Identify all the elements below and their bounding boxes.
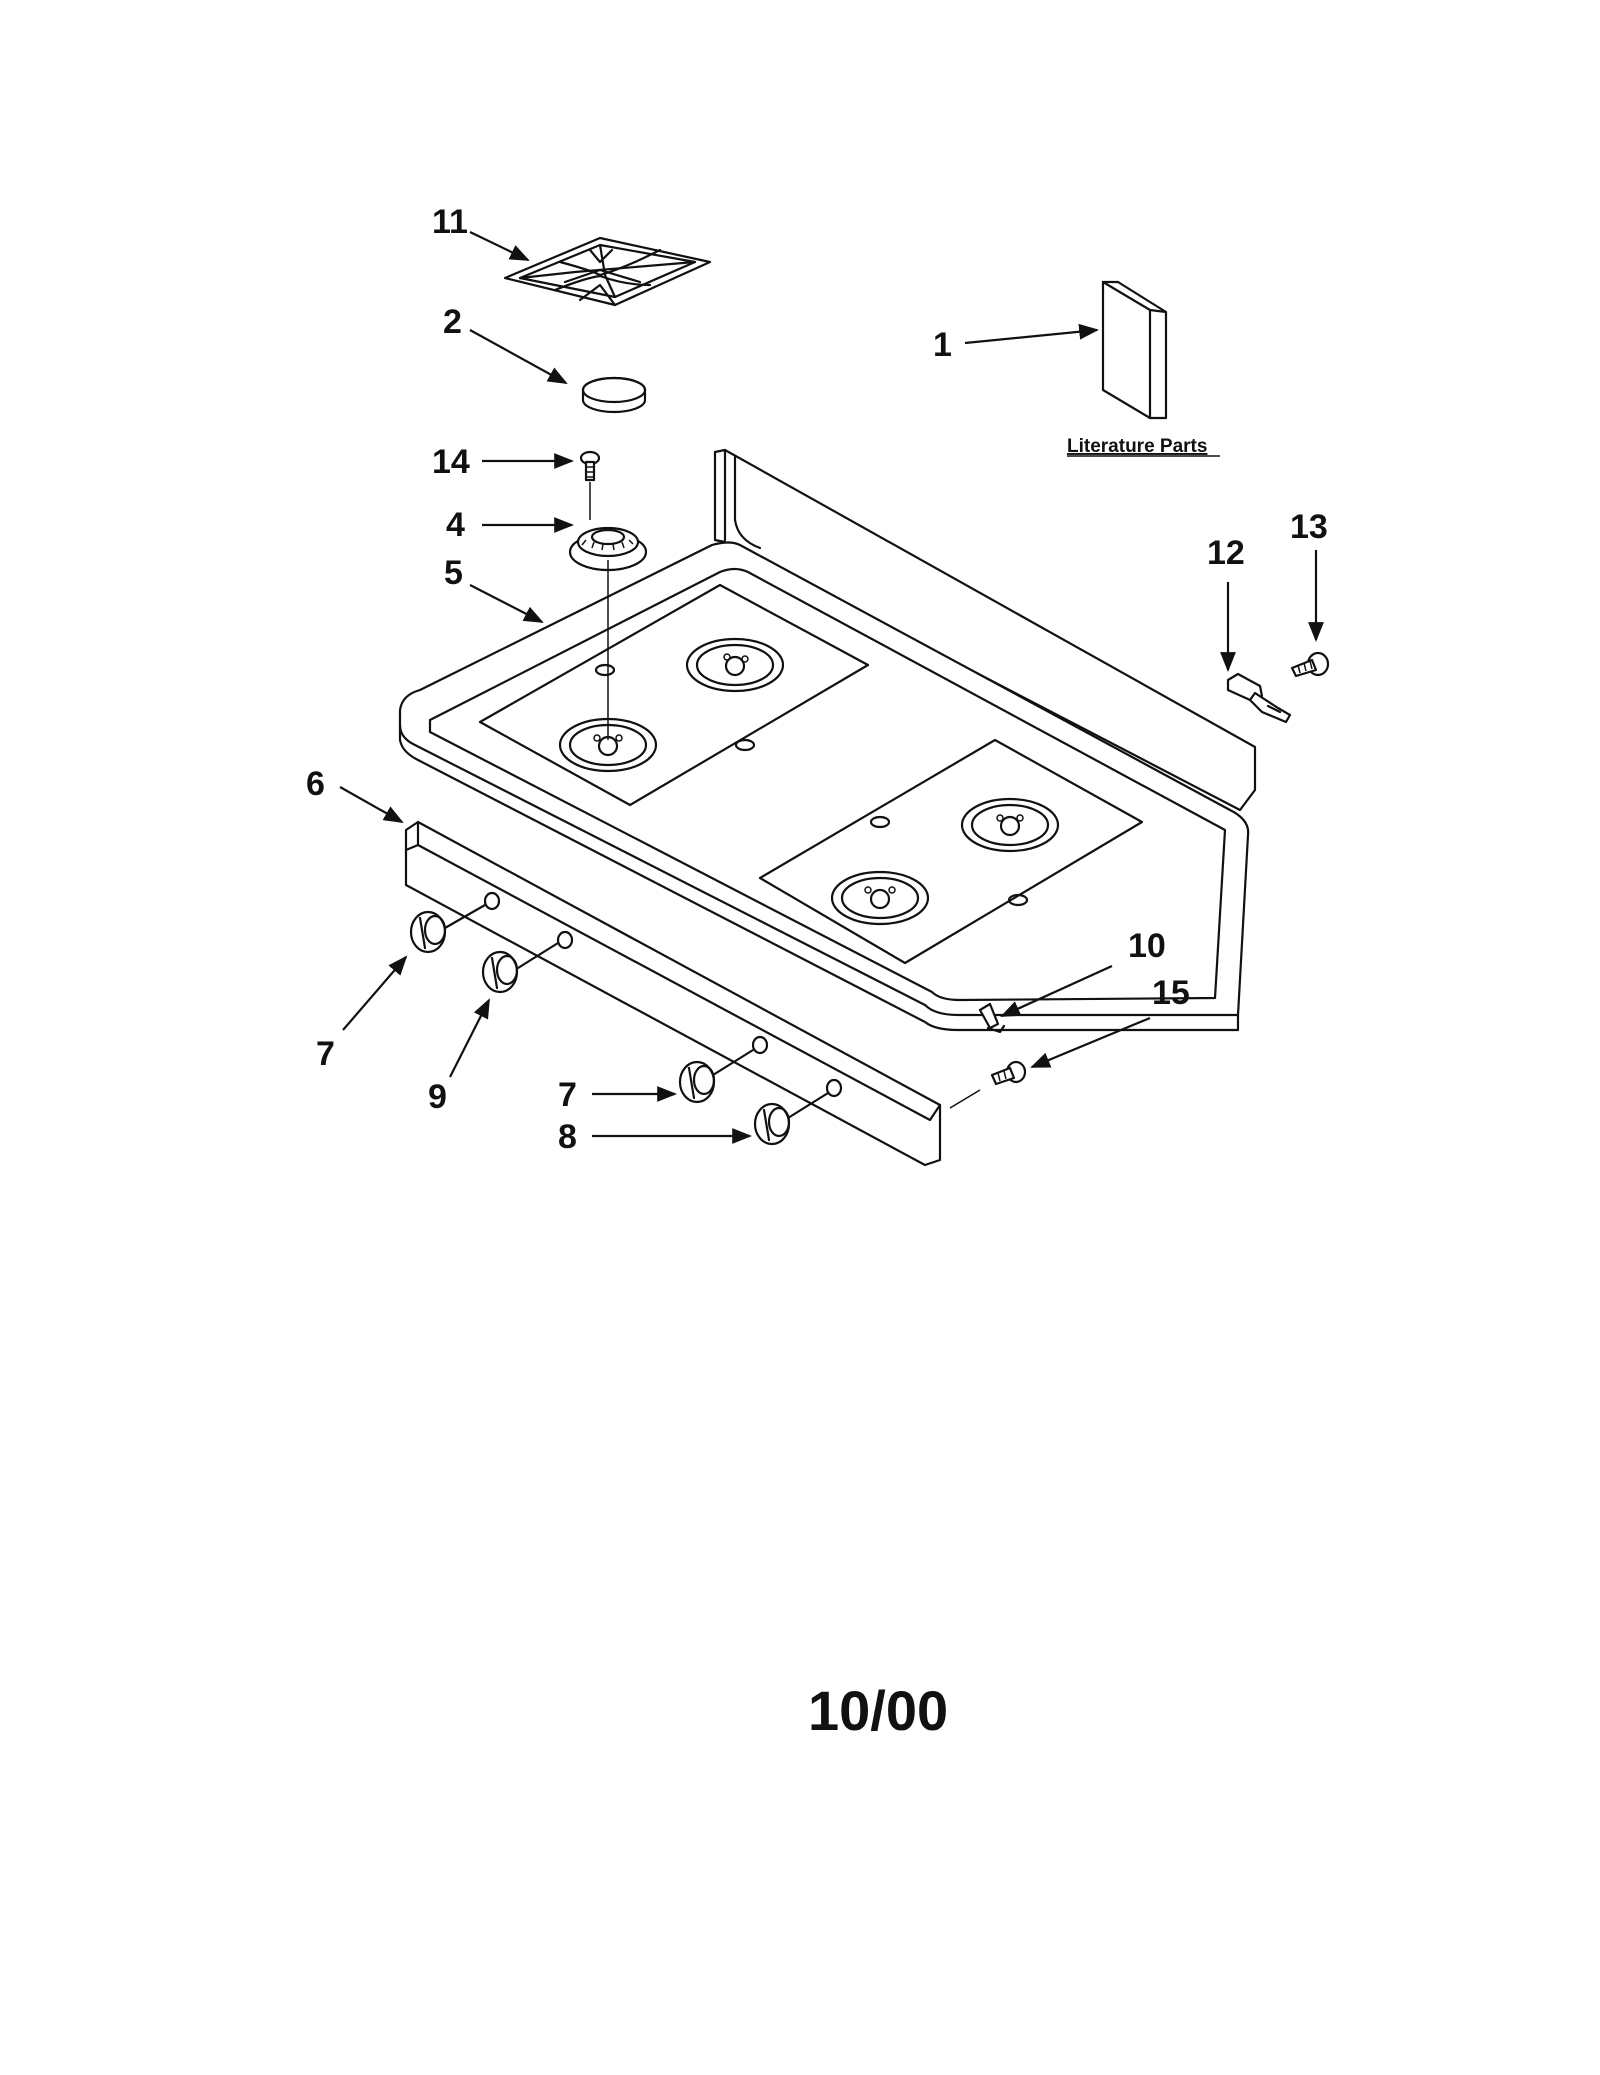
knob-front-left (409, 903, 487, 954)
knob-rear-left (481, 941, 560, 994)
knob-rear-right (678, 1048, 755, 1104)
ignition-switch (1226, 672, 1292, 724)
burner-cap (581, 376, 647, 414)
callout-8: 8 (558, 1118, 577, 1156)
callout-10: 10 (1128, 927, 1166, 965)
revision-date: 10/00 (808, 1679, 948, 1742)
clip-10 (978, 1002, 1006, 1034)
literature-parts-caption: Literature Parts (1067, 436, 1207, 457)
burner-grate (503, 236, 712, 307)
burner-rear-left (685, 637, 785, 693)
burner-base (568, 482, 648, 572)
burner-front-right (830, 870, 930, 926)
screw-14 (579, 450, 601, 482)
control-panel (404, 820, 942, 1167)
callout-9: 9 (428, 1078, 447, 1116)
callout-5: 5 (444, 554, 463, 592)
burner-rear-right (960, 797, 1060, 853)
knob-front-right (753, 1091, 830, 1146)
screw-13 (1290, 651, 1330, 678)
callout-14: 14 (432, 443, 470, 481)
callout-11: 11 (432, 203, 468, 241)
callout-6: 6 (306, 765, 325, 803)
callout-13: 13 (1290, 508, 1328, 546)
callout-2: 2 (443, 303, 462, 341)
literature-booklet (1101, 280, 1168, 420)
callout-4: 4 (446, 506, 465, 544)
screw-15 (990, 1060, 1027, 1086)
cooktop (398, 448, 1257, 1032)
callout-7-right: 7 (558, 1076, 577, 1114)
callout-1: 1 (933, 326, 952, 364)
callout-15: 15 (1152, 974, 1190, 1012)
callout-7-left: 7 (316, 1035, 335, 1073)
callout-12: 12 (1207, 534, 1245, 572)
